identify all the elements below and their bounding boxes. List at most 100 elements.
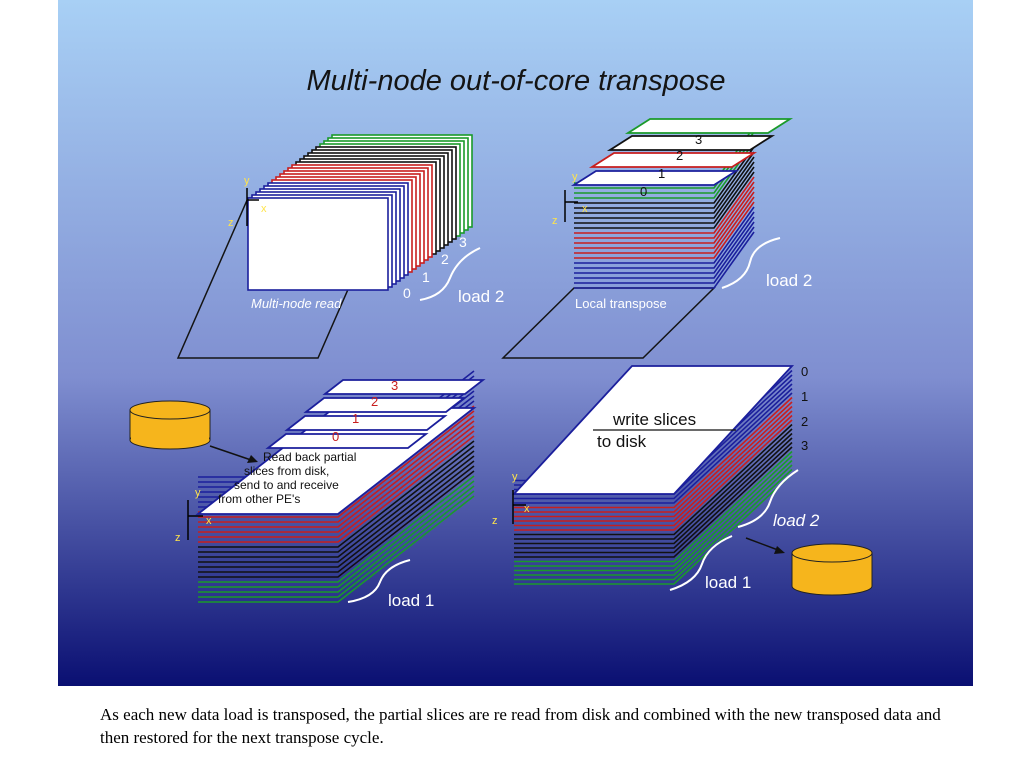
readback-slice-edge — [198, 445, 475, 553]
readback-partial-slices — [265, 379, 486, 449]
read-slice — [247, 197, 389, 291]
readback-load-brace — [347, 559, 411, 603]
slide-title: Multi-node out-of-core transpose — [306, 65, 725, 97]
transpose-load-brace — [721, 237, 781, 289]
readback-slice-edge — [198, 475, 475, 583]
write-slice-edge — [514, 428, 793, 540]
readback-slice-edge — [198, 415, 475, 523]
transpose-slice-edge — [574, 176, 755, 234]
transpose-slice-edge — [574, 201, 755, 259]
transpose-axis-z: z — [552, 215, 558, 227]
write-slice-edge — [514, 450, 793, 563]
write-slice-edge — [514, 414, 793, 527]
write-arrow — [745, 537, 779, 551]
read-axis-y: y — [244, 175, 250, 187]
readback-note: Read back partial slices from disk, send… — [218, 450, 356, 506]
panel-read-back: 3 2 1 0 Read back partial slices from di… — [129, 370, 486, 610]
transpose-plane-label: Local transpose — [575, 296, 667, 311]
write-axis-y: y — [512, 471, 518, 483]
readback-slice-edge — [198, 440, 475, 548]
read-index-1: 1 — [422, 269, 430, 285]
write-axis-z: z — [492, 515, 498, 527]
readback-slice-edge — [198, 430, 475, 538]
transpose-axis-y: y — [572, 171, 578, 183]
transpose-slice-edge — [574, 186, 755, 244]
readback-axes: y x z — [175, 487, 212, 544]
transpose-slice-stack — [570, 118, 794, 289]
write-slice-edge — [514, 441, 793, 554]
readback-index-3: 3 — [391, 378, 398, 393]
readback-partial-slice — [303, 397, 467, 413]
transpose-slice-edge — [574, 151, 755, 209]
write-slice-edge — [514, 392, 793, 504]
panel-multinode-read: Multi-node read y x z 0 1 2 3 load 2 — [176, 134, 504, 359]
transpose-index-3: 3 — [695, 132, 702, 147]
transpose-index-1: 1 — [658, 166, 665, 181]
transpose-axis-x: x — [582, 203, 588, 215]
write-load2-brace — [737, 469, 799, 528]
readback-slice-edge — [198, 460, 475, 568]
transpose-slice-edge — [574, 231, 755, 289]
readback-slice-edge — [198, 465, 475, 573]
transpose-slice-edge — [574, 146, 755, 204]
transpose-slice-edge — [574, 156, 755, 214]
diagram-slide: Multi-node out-of-core transpose Multi-n… — [58, 0, 973, 686]
transpose-top-slice — [624, 118, 794, 134]
write-slice-edge — [514, 410, 793, 522]
write-index-2: 2 — [801, 414, 808, 429]
write-axis-x: x — [524, 503, 530, 515]
disk-icon-readback — [129, 400, 211, 450]
read-index-3: 3 — [459, 234, 467, 250]
transpose-slice-edge — [574, 226, 755, 284]
read-axes: y x z — [228, 175, 267, 229]
readback-arrow — [209, 445, 255, 462]
read-axis-z: z — [228, 217, 234, 229]
transpose-top-slice — [588, 152, 758, 168]
readback-note-line1: Read back partial — [263, 450, 356, 464]
readback-slice-edge — [198, 480, 475, 588]
readback-note-line4: from other PE's — [218, 492, 300, 506]
transpose-top-slice — [606, 135, 776, 151]
readback-slice-edge — [198, 495, 475, 603]
slide-caption: As each new data load is transposed, the… — [100, 705, 941, 747]
write-load1-label: load 1 — [705, 573, 751, 592]
readback-slice-edge — [198, 455, 475, 563]
write-slice-edge — [514, 459, 793, 572]
readback-slice-edge — [198, 490, 475, 598]
read-slice-stack — [247, 134, 473, 291]
write-slice-edge — [514, 468, 793, 581]
transpose-slice-edge — [574, 221, 755, 279]
readback-load-label: load 1 — [388, 591, 434, 610]
readback-partial-slice — [284, 415, 448, 431]
write-slice-edge — [514, 396, 793, 509]
readback-slice-edge — [198, 485, 475, 593]
read-index-0: 0 — [403, 285, 411, 301]
write-load1-brace — [669, 535, 733, 591]
transpose-slice-edge — [574, 161, 755, 219]
readback-axis-x: x — [206, 515, 212, 527]
read-index-2: 2 — [441, 251, 449, 267]
write-index-3: 3 — [801, 438, 808, 453]
panel-write-slices: write slices to disk 0 1 2 3 y x z load … — [492, 364, 873, 596]
write-arrowhead — [774, 546, 785, 554]
read-load-label: load 2 — [458, 287, 504, 306]
write-label-line2: to disk — [597, 432, 647, 451]
readback-partial-slice — [322, 379, 486, 395]
readback-index-2: 2 — [371, 394, 378, 409]
readback-partial-slice — [265, 433, 429, 449]
transpose-slice-edge — [574, 211, 755, 269]
readback-axis-y: y — [195, 487, 201, 499]
readback-slice-edge — [198, 435, 475, 543]
write-slice-edge — [514, 437, 793, 549]
write-slice-edge — [514, 432, 793, 545]
transpose-slice-edge — [574, 171, 755, 229]
readback-slice-edge — [198, 410, 475, 518]
readback-note-line3: send to and receive — [234, 478, 339, 492]
transpose-slice-edge — [574, 196, 755, 254]
transpose-slice-edge — [574, 191, 755, 249]
write-axes: y x z — [492, 471, 530, 527]
panel-local-transpose: Local transpose 0 1 2 3 y x z load 2 — [501, 118, 812, 359]
transpose-axes: y x z — [552, 171, 588, 227]
read-load-brace — [419, 247, 481, 301]
transpose-top-slice — [570, 170, 740, 186]
